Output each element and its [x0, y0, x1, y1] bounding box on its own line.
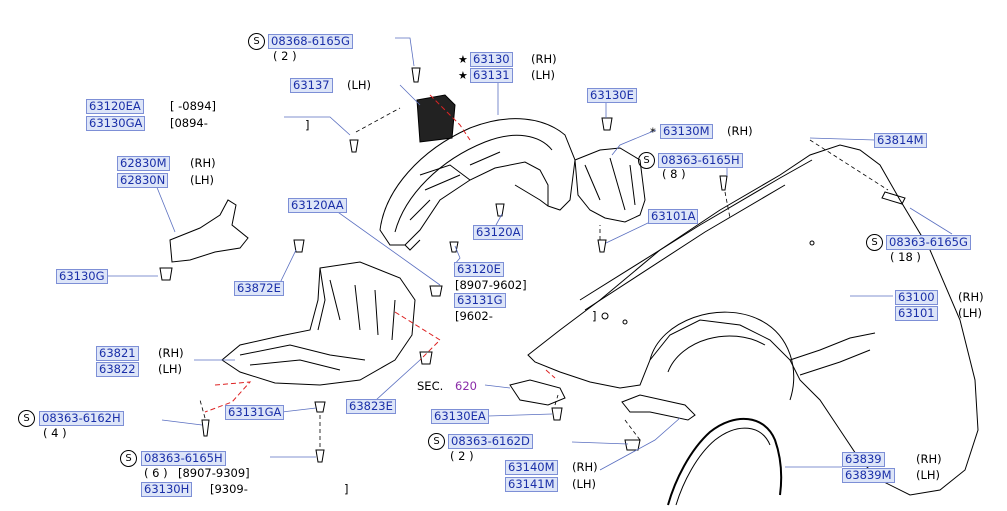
part-number-link[interactable]: 63130H: [141, 482, 193, 497]
part-number-link[interactable]: 63120EA: [86, 99, 144, 114]
arch-moulding-inner-drawing: [675, 427, 771, 506]
s-symbol: S: [428, 433, 445, 450]
s-symbol: S: [18, 410, 35, 427]
part-number-link[interactable]: 63101: [895, 306, 938, 321]
bracket-end: ]: [592, 309, 597, 323]
part-number-link[interactable]: 63101A: [648, 209, 699, 224]
front-fender-drawing: [527, 144, 979, 496]
date-range: [8907-9309]: [178, 466, 250, 480]
quantity-label: ( 18 ): [890, 250, 921, 264]
part-number-link[interactable]: 63130: [470, 52, 513, 67]
part-number-link[interactable]: 08363-6165H: [658, 153, 743, 168]
part-number-link[interactable]: 08363-6162D: [448, 434, 533, 449]
fasteners: [159, 67, 906, 463]
part-number-link[interactable]: 63120E: [454, 262, 504, 277]
s-symbol: S: [866, 234, 883, 251]
quantity-label: ( 6 ): [144, 466, 168, 480]
date-range: [9602-: [455, 309, 493, 323]
part-number-link[interactable]: 63140M: [505, 460, 558, 475]
part-number-link[interactable]: 63120A: [473, 225, 524, 240]
date-range: [8907-9602]: [455, 278, 527, 292]
part-number-link[interactable]: 63821: [96, 346, 139, 361]
part-number-link[interactable]: 63130EA: [431, 409, 489, 424]
part-number-link[interactable]: 63839: [842, 452, 885, 467]
side-label: (LH): [572, 477, 597, 491]
part-number-link[interactable]: 63814M: [874, 133, 927, 148]
part-number-link[interactable]: 63137: [290, 78, 333, 93]
s-symbol: S: [120, 450, 137, 467]
date-range: [ -0894]: [170, 99, 217, 113]
side-label: (LH): [958, 306, 983, 320]
part-number-link[interactable]: 63131G: [454, 293, 506, 308]
part-number-link[interactable]: 63141M: [505, 477, 558, 492]
upper-liner-drawing: [379, 118, 576, 251]
bracket-end: ]: [305, 118, 310, 132]
s-symbol: S: [638, 152, 655, 169]
date-range: [0894-: [170, 116, 208, 130]
sec620-part-drawing: [509, 379, 566, 406]
side-label: (RH): [158, 346, 184, 360]
arch-moulding-drawing: [667, 417, 783, 506]
quantity-label: ( 4 ): [43, 426, 67, 440]
section-label: SEC.: [417, 379, 444, 393]
star-marker: ★: [458, 69, 468, 82]
part-number-link[interactable]: 63130M: [660, 124, 713, 139]
section-reference-link[interactable]: 620: [455, 379, 477, 393]
part-drawings: [159, 67, 979, 506]
side-label: (LH): [531, 68, 556, 82]
part-number-link[interactable]: 63130G: [56, 269, 108, 284]
side-label: (RH): [531, 52, 557, 66]
side-label: (RH): [958, 290, 984, 304]
part-number-link[interactable]: 63130GA: [86, 116, 146, 131]
part-number-link[interactable]: 63120AA: [288, 198, 347, 213]
side-label: (RH): [190, 156, 216, 170]
side-label: (LH): [347, 78, 372, 92]
part-number-link[interactable]: 63872E: [234, 281, 284, 296]
part-number-link[interactable]: 63822: [96, 362, 139, 377]
star-marker: ★: [458, 53, 468, 66]
part-number-link[interactable]: 63100: [895, 290, 938, 305]
part-number-link[interactable]: 08363-6165G: [886, 235, 971, 250]
part-number-link[interactable]: 08363-6162H: [39, 411, 124, 426]
side-label: (LH): [916, 468, 941, 482]
quantity-label: ( 2 ): [450, 449, 474, 463]
bracket-end: ]: [344, 482, 349, 496]
date-range: [9309-: [210, 482, 248, 496]
quantity-label: ( 2 ): [273, 49, 297, 63]
part-number-link[interactable]: 62830M: [117, 156, 170, 171]
part-number-link[interactable]: 63131GA: [225, 405, 285, 420]
hidden-lines: [204, 94, 556, 413]
quantity-label: ( 8 ): [662, 167, 686, 181]
part-number-link[interactable]: 08368-6165G: [268, 34, 353, 49]
s-symbol: S: [248, 33, 265, 50]
bracket-62830m-drawing: [169, 199, 249, 263]
star-marker: *: [650, 125, 656, 139]
part-number-link[interactable]: 63823E: [346, 399, 396, 414]
part-number-link[interactable]: 08363-6165H: [141, 451, 226, 466]
bracket-63140m-drawing: [621, 394, 696, 421]
part-number-link[interactable]: 62830N: [117, 173, 169, 188]
part-number-link[interactable]: 63131: [470, 68, 513, 83]
rear-liner-drawing: [574, 147, 646, 223]
part-number-link[interactable]: 63130E: [587, 88, 637, 103]
side-label: (RH): [727, 124, 753, 138]
part-number-link[interactable]: 63839M: [842, 468, 895, 483]
side-label: (LH): [158, 362, 183, 376]
lower-shield-drawing: [221, 261, 416, 386]
flap-63137-drawing: [416, 94, 456, 143]
assembly-lines: [199, 107, 889, 448]
side-label: (LH): [190, 173, 215, 187]
side-label: (RH): [916, 452, 942, 466]
side-label: (RH): [572, 460, 598, 474]
